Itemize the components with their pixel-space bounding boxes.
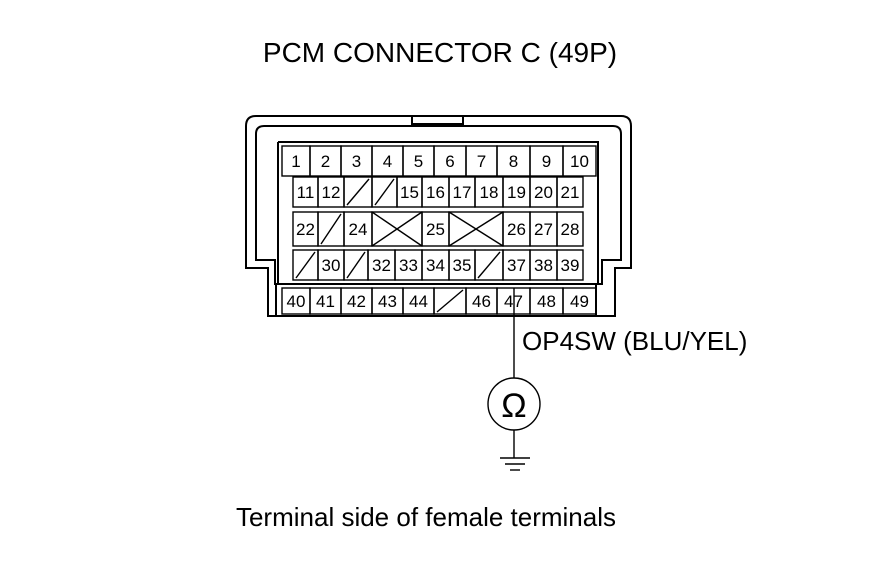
unused-cavity-mark bbox=[346, 251, 366, 279]
pin-label: 15 bbox=[400, 183, 419, 202]
pin-label: 18 bbox=[480, 183, 499, 202]
diagram-caption: Terminal side of female terminals bbox=[236, 502, 616, 532]
unused-cavity-mark bbox=[295, 251, 316, 279]
probe-wire bbox=[500, 288, 530, 471]
pin-cell bbox=[556, 176, 584, 208]
pin-label: 28 bbox=[561, 220, 580, 239]
unused-cavity-mark bbox=[374, 178, 395, 206]
connector-housing bbox=[245, 115, 632, 317]
pin-label: 34 bbox=[426, 256, 445, 275]
pin-label: 6 bbox=[445, 152, 454, 171]
pin-label: 27 bbox=[534, 220, 553, 239]
pin-label: 38 bbox=[534, 256, 553, 275]
pin-label: 5 bbox=[414, 152, 423, 171]
pin-cell bbox=[556, 211, 584, 247]
pin-label: 10 bbox=[570, 152, 589, 171]
pin-label: 43 bbox=[378, 292, 397, 311]
diagram-title: PCM CONNECTOR C (49P) bbox=[263, 37, 617, 68]
pin-label: 4 bbox=[383, 152, 392, 171]
ohm-symbol: Ω bbox=[501, 387, 526, 425]
pin-label: 9 bbox=[542, 152, 551, 171]
pin-label: 7 bbox=[477, 152, 486, 171]
pin-label: 30 bbox=[322, 256, 341, 275]
pin-label: 26 bbox=[507, 220, 526, 239]
pin-label: 46 bbox=[472, 292, 491, 311]
wire-label: OP4SW (BLU/YEL) bbox=[522, 326, 747, 356]
pin-label: 8 bbox=[509, 152, 518, 171]
pin-label: 49 bbox=[570, 292, 589, 311]
pin-label: 24 bbox=[349, 220, 368, 239]
pin-cell bbox=[562, 287, 597, 315]
pin-label: 37 bbox=[507, 256, 526, 275]
pin-label: 2 bbox=[321, 152, 330, 171]
pin-label: 20 bbox=[534, 183, 553, 202]
pin-label: 17 bbox=[453, 183, 472, 202]
unused-cavity-mark bbox=[477, 251, 501, 279]
unused-cavity-mark bbox=[320, 213, 342, 245]
pin-label: 12 bbox=[322, 183, 341, 202]
unused-cavity-mark bbox=[436, 289, 464, 313]
pin-label: 1 bbox=[291, 152, 300, 171]
pin-label: 33 bbox=[399, 256, 418, 275]
pin-label: 16 bbox=[426, 183, 445, 202]
ohmmeter-icon: Ω bbox=[487, 377, 541, 431]
pin-label: 48 bbox=[537, 292, 556, 311]
pin-label: 44 bbox=[409, 292, 428, 311]
unused-cavity-mark bbox=[346, 178, 370, 206]
pin-label: 3 bbox=[352, 152, 361, 171]
pin-label: 25 bbox=[426, 220, 445, 239]
pin-cell bbox=[562, 145, 597, 177]
pin-label: 42 bbox=[347, 292, 366, 311]
pin-label: 21 bbox=[561, 183, 580, 202]
pin-label: 32 bbox=[372, 256, 391, 275]
blocked-cavity-mark bbox=[371, 211, 423, 247]
pin-label: 40 bbox=[287, 292, 306, 311]
pin-cell bbox=[556, 249, 584, 281]
pin-label: 35 bbox=[453, 256, 472, 275]
pin-label: 19 bbox=[507, 183, 526, 202]
blocked-cavity-mark bbox=[448, 211, 504, 247]
pin-label: 41 bbox=[316, 292, 335, 311]
pin-label: 39 bbox=[561, 256, 580, 275]
pin-label: 22 bbox=[296, 220, 315, 239]
pin-label: 11 bbox=[297, 183, 315, 202]
